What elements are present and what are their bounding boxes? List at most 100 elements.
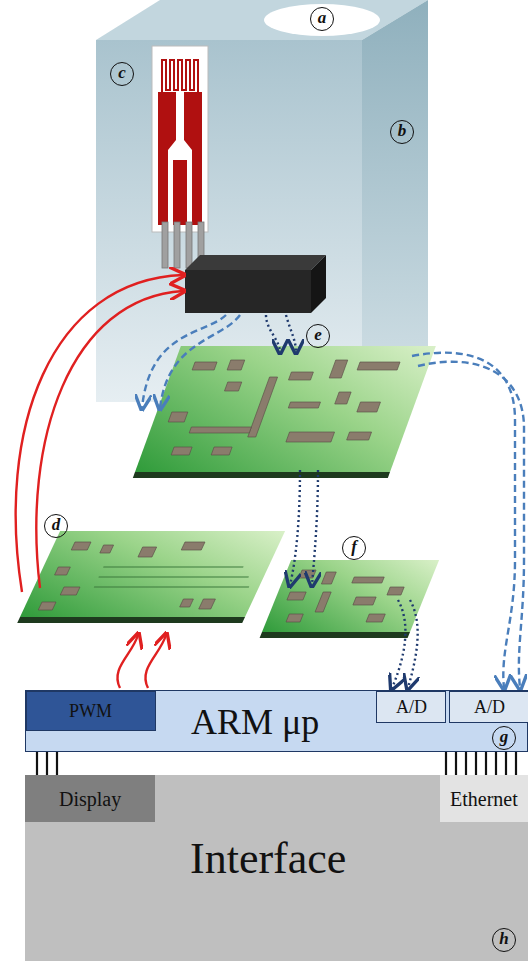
node-text: Ethernet	[450, 789, 518, 809]
pcb-component	[335, 392, 351, 404]
pwm-wire	[16, 275, 183, 592]
pcb-component	[138, 547, 157, 557]
pcb-component	[329, 360, 348, 378]
bus-wire	[56, 752, 58, 775]
pcb-board	[260, 560, 440, 638]
interface-band: Interface Display Ethernet	[25, 775, 528, 961]
pwm-wire	[117, 635, 138, 688]
node-text: PWM	[69, 702, 112, 720]
signal-wire	[392, 600, 405, 688]
callout-letter: b	[390, 120, 414, 144]
display-block: Display	[25, 775, 155, 822]
pcb-component	[353, 597, 376, 605]
callout-letter: d	[44, 514, 68, 538]
pcb-component	[287, 592, 306, 600]
bus-wire	[46, 752, 48, 775]
callout-letter: f	[342, 536, 366, 560]
opening	[264, 4, 380, 36]
signal-wire	[160, 315, 240, 408]
pcb-component	[366, 614, 385, 622]
signal-wire	[312, 470, 318, 585]
callout-letter: e	[306, 324, 330, 348]
pcb-components	[278, 570, 411, 622]
pcb-component	[192, 362, 217, 370]
strain-gauge	[152, 46, 208, 268]
connector-side	[311, 255, 326, 313]
bus-wires	[37, 752, 57, 775]
pcb-component	[211, 447, 232, 455]
cube-side	[362, 0, 428, 402]
adc-block: A/D	[449, 691, 528, 723]
signal-wire	[142, 315, 226, 408]
pcb-components	[156, 360, 401, 455]
pcb-board	[17, 531, 285, 623]
node-text: A/D	[474, 698, 505, 716]
bus-wire	[445, 752, 447, 775]
pcb-component	[100, 545, 114, 553]
adc-block: A/D	[376, 691, 446, 723]
signal-wire	[290, 470, 300, 585]
pcb-component	[180, 599, 194, 607]
pwm-wire	[36, 291, 183, 588]
pcb-component	[199, 599, 216, 609]
drawn-shape	[103, 566, 243, 567]
bus-wire	[36, 752, 38, 775]
bus-wire	[455, 752, 457, 775]
node-text: A/D	[396, 698, 427, 716]
pcb-component	[71, 542, 91, 550]
node-text: ARM μp	[191, 704, 319, 740]
pcb-component	[315, 592, 331, 612]
pcb-surface	[262, 560, 439, 632]
pcb-component	[224, 382, 241, 391]
pcb-component	[387, 587, 404, 595]
pcb-component	[352, 577, 384, 583]
bus-wire	[465, 752, 467, 775]
gauge-grid	[162, 60, 198, 92]
drawn-shape	[94, 586, 249, 587]
pcb-board	[133, 346, 436, 478]
callout-letter: h	[492, 928, 516, 952]
pcb-component	[286, 432, 335, 442]
callout-letter: c	[110, 62, 134, 86]
pin	[174, 222, 180, 268]
pcb-surface	[20, 531, 285, 617]
gauge-pad	[173, 160, 187, 225]
pin	[186, 222, 192, 268]
pcb-surface	[135, 346, 436, 472]
ethernet-block: Ethernet	[440, 775, 528, 822]
pcb-edge	[17, 617, 245, 623]
pcb-component	[357, 362, 400, 370]
node-text: Interface	[190, 837, 346, 881]
drawn-shape	[99, 576, 249, 577]
pcb-component	[55, 567, 71, 575]
callout-letter: a	[310, 7, 334, 31]
pcb-components	[38, 542, 242, 610]
signal-arrows	[16, 275, 524, 688]
pcb-component	[227, 360, 245, 370]
pcb-component	[288, 402, 320, 408]
pcb-component	[321, 572, 336, 584]
signal-wire	[266, 315, 280, 352]
enclosure-cube	[96, 0, 428, 402]
connector-front	[185, 270, 311, 313]
bus-wire	[495, 752, 497, 775]
processor-band: ARM μp PWM A/D A/D	[25, 690, 528, 752]
pcb-component	[288, 372, 313, 380]
signal-wire	[286, 315, 296, 352]
pcb-edge	[260, 632, 410, 638]
callout-letter: g	[492, 726, 516, 750]
bus-wire	[515, 752, 517, 775]
pcb-component	[168, 412, 188, 422]
connector-block	[185, 255, 326, 313]
signal-wire	[412, 353, 515, 688]
bus-wires	[446, 752, 516, 775]
signal-wire	[418, 362, 524, 688]
bus-wire	[505, 752, 507, 775]
pcb-component	[189, 427, 251, 433]
node-text: Display	[59, 789, 121, 809]
pin	[162, 222, 168, 268]
pcb-edge	[133, 472, 390, 478]
pcb-component	[181, 542, 205, 550]
pwm-block: PWM	[26, 691, 156, 731]
bus-wire	[475, 752, 477, 775]
